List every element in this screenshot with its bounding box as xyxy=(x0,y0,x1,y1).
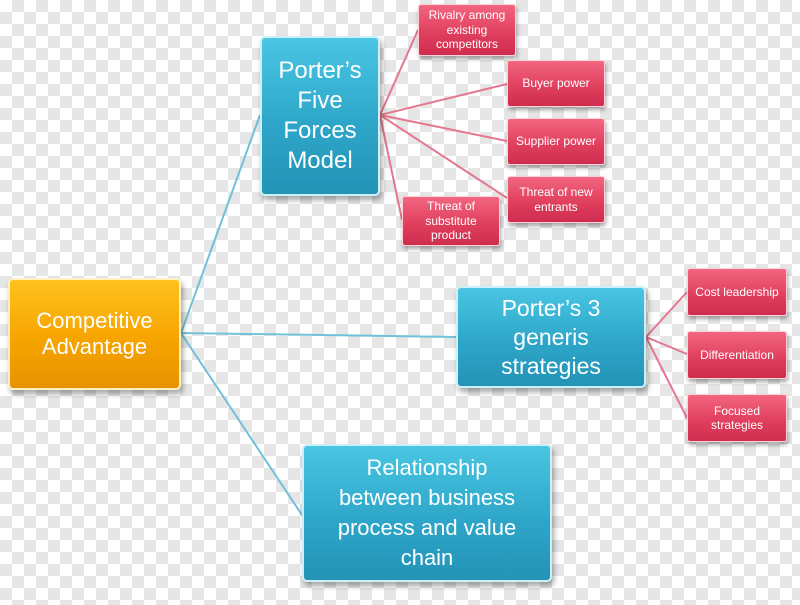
buyer-power-label: Buyer power xyxy=(522,76,590,91)
supplier-power-box: Supplier power xyxy=(507,118,605,165)
connector-root-five-forces xyxy=(180,114,261,334)
connector-five-forces-rivalry xyxy=(379,29,419,116)
connector-generic-cost-leadership xyxy=(645,291,688,338)
differentiation-box: Differentiation xyxy=(687,331,787,379)
rivalry-label: Rivalry among existing competitors xyxy=(428,8,506,52)
substitute-box: Threat of substitute product xyxy=(402,196,500,246)
connector-generic-focused xyxy=(645,336,688,419)
generic-strategies-box: Porter’s 3 generis strategies xyxy=(456,286,646,388)
cost-leadership-label: Cost leadership xyxy=(695,284,779,299)
buyer-power-box: Buyer power xyxy=(507,60,605,107)
cost-leadership-box: Cost leadership xyxy=(687,268,787,316)
substitute-label: Threat of substitute product xyxy=(425,199,477,243)
differentiation-label: Differentiation xyxy=(700,347,774,362)
supplier-power-label: Supplier power xyxy=(515,134,597,149)
competitive-advantage-label: Competitive Advantage xyxy=(36,308,153,359)
focused-strategies-box: Focused strategies xyxy=(687,394,787,442)
new-entrants-label: Threat of new entrants xyxy=(519,185,593,214)
competitive-advantage-box: Competitive Advantage xyxy=(8,278,181,390)
five-forces-label: Porter’s Five Forces Model xyxy=(278,57,362,174)
focused-strategies-label: Focused strategies xyxy=(710,403,764,433)
connector-root-generic-strategies xyxy=(180,332,457,338)
value-chain-box: Relationship between business process an… xyxy=(302,444,552,582)
connector-five-forces-buyer xyxy=(379,83,508,116)
five-forces-box: Porter’s Five Forces Model xyxy=(260,36,380,196)
new-entrants-box: Threat of new entrants xyxy=(507,176,605,223)
rivalry-box: Rivalry among existing competitors xyxy=(418,4,516,56)
generic-strategies-label: Porter’s 3 generis strategies xyxy=(501,294,601,379)
connector-root-value-chain xyxy=(180,332,303,516)
connector-generic-differentiation xyxy=(645,336,688,355)
value-chain-label: Relationship between business process an… xyxy=(337,455,517,570)
connector-five-forces-new-entrants xyxy=(379,114,508,199)
connector-five-forces-supplier xyxy=(379,114,508,142)
connector-five-forces-substitute xyxy=(379,114,403,221)
